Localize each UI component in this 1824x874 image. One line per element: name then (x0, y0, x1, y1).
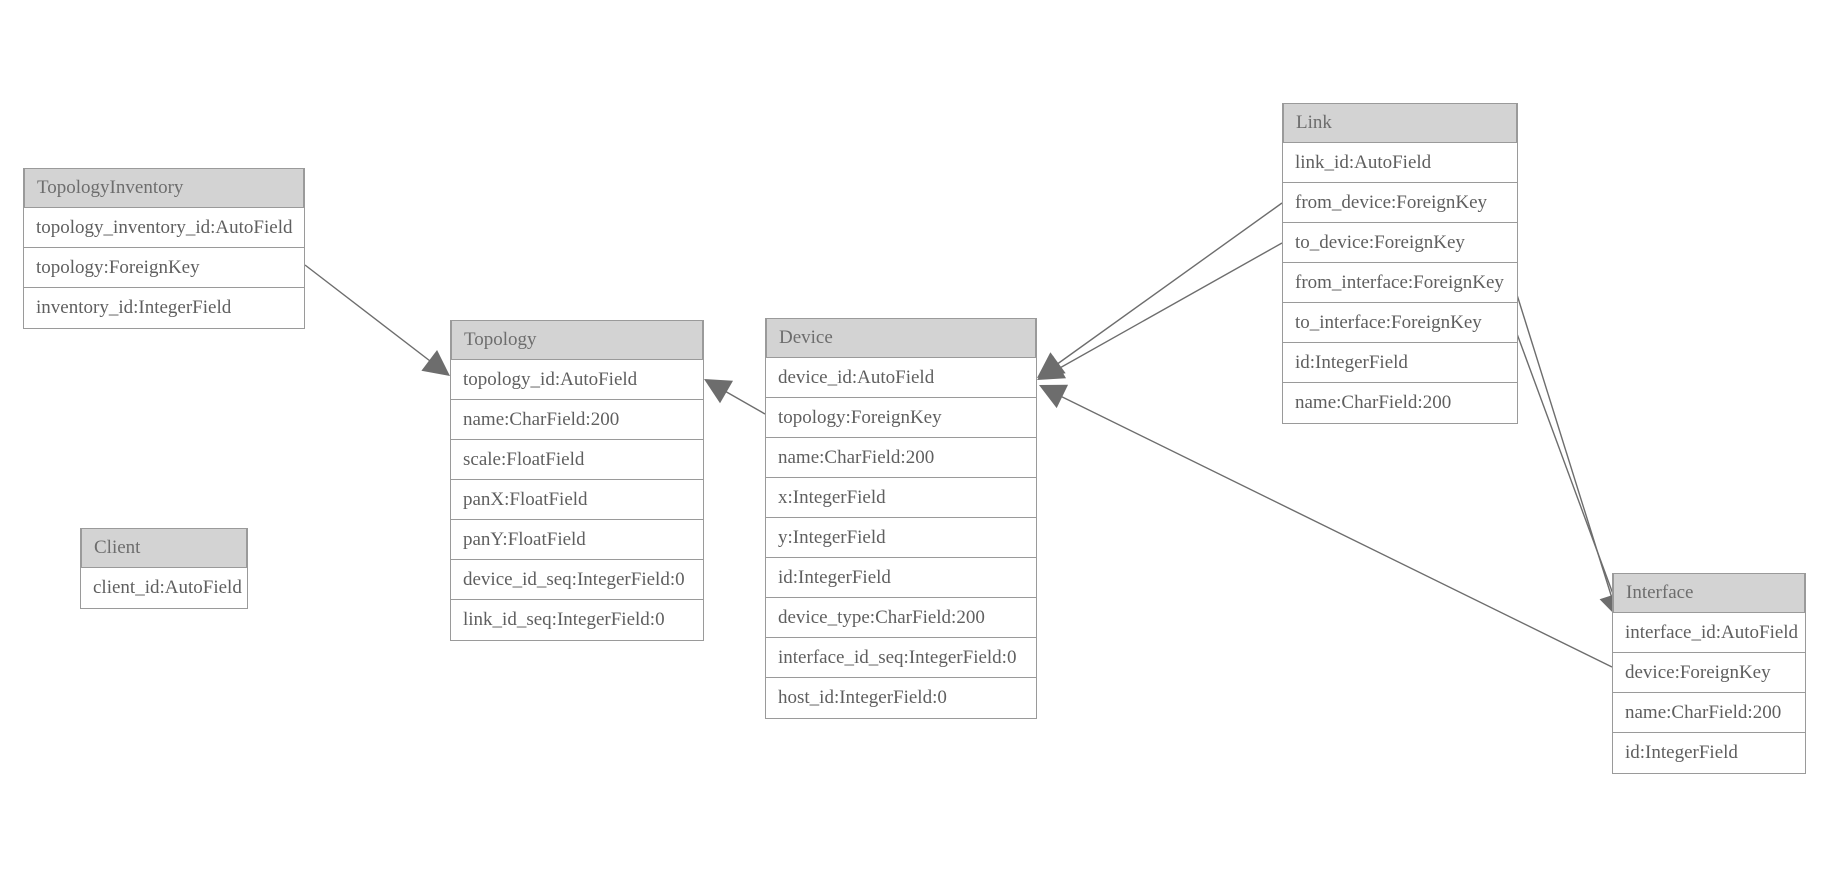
entity-title-topology: Topology (451, 320, 703, 360)
entity-field[interactable]: from_interface:ForeignKey (1283, 263, 1517, 303)
entity-field[interactable]: name:CharField:200 (451, 400, 703, 440)
entity-field[interactable]: device_id:AutoField (766, 358, 1036, 398)
relationship-line (1043, 387, 1613, 668)
entity-field[interactable]: from_device:ForeignKey (1283, 183, 1517, 223)
entity-field[interactable]: name:CharField:200 (766, 438, 1036, 478)
entity-field[interactable]: to_device:ForeignKey (1283, 223, 1517, 263)
entity-field[interactable]: link_id:AutoField (1283, 143, 1517, 183)
relationship-line (304, 264, 448, 375)
entity-title-topology_inventory: TopologyInventory (24, 168, 304, 208)
entity-title-device: Device (766, 318, 1036, 358)
entity-field[interactable]: interface_id_seq:IntegerField:0 (766, 638, 1036, 678)
entity-title-interface: Interface (1613, 573, 1805, 613)
relationship-line (1512, 281, 1617, 612)
entity-field[interactable]: id:IntegerField (766, 558, 1036, 598)
entity-field[interactable]: y:IntegerField (766, 518, 1036, 558)
entity-field[interactable]: x:IntegerField (766, 478, 1036, 518)
entity-field[interactable]: topology:ForeignKey (24, 248, 304, 288)
entity-field[interactable]: scale:FloatField (451, 440, 703, 480)
entity-field[interactable]: topology_inventory_id:AutoField (24, 208, 304, 248)
relationship-rel-device-topology (704, 379, 766, 415)
entity-field[interactable]: id:IntegerField (1625, 742, 1738, 763)
entity-field[interactable]: host_id:IntegerField:0 (778, 687, 947, 708)
entity-field[interactable]: device_type:CharField:200 (766, 598, 1036, 638)
entity-field[interactable]: panY:FloatField (451, 520, 703, 560)
entity-field[interactable]: inventory_id:IntegerField (36, 297, 232, 318)
entity-field[interactable]: topology:ForeignKey (766, 398, 1036, 438)
entity-field[interactable]: client_id:AutoField (93, 577, 242, 598)
entity-field[interactable]: id:IntegerField (1283, 343, 1517, 383)
entity-field[interactable]: link_id_seq:IntegerField:0 (463, 609, 665, 630)
relationship-arrowhead (1039, 384, 1069, 409)
relationship-line (708, 381, 766, 415)
relationship-line (1041, 202, 1283, 376)
entity-field[interactable]: topology_id:AutoField (451, 360, 703, 400)
relationship-rel-link-to-device (1037, 242, 1283, 380)
relationship-line (1512, 322, 1621, 614)
entity-box-client[interactable]: Client client_id:AutoField (80, 528, 248, 609)
entity-field[interactable]: name:CharField:200 (1295, 392, 1452, 413)
entity-field[interactable]: to_interface:ForeignKey (1283, 303, 1517, 343)
entity-title-client: Client (81, 528, 247, 568)
entity-field[interactable]: interface_id:AutoField (1613, 613, 1805, 653)
entity-field[interactable]: device_id_seq:IntegerField:0 (451, 560, 703, 600)
relationship-rel-topologyinventory-topology (304, 264, 450, 376)
relationship-rel-link-from-device (1037, 202, 1283, 378)
entity-title-link: Link (1283, 103, 1517, 143)
relationship-line (1041, 242, 1283, 379)
entity-field[interactable]: name:CharField:200 (1613, 693, 1805, 733)
entity-field[interactable]: device:ForeignKey (1613, 653, 1805, 693)
entity-field[interactable]: panX:FloatField (451, 480, 703, 520)
